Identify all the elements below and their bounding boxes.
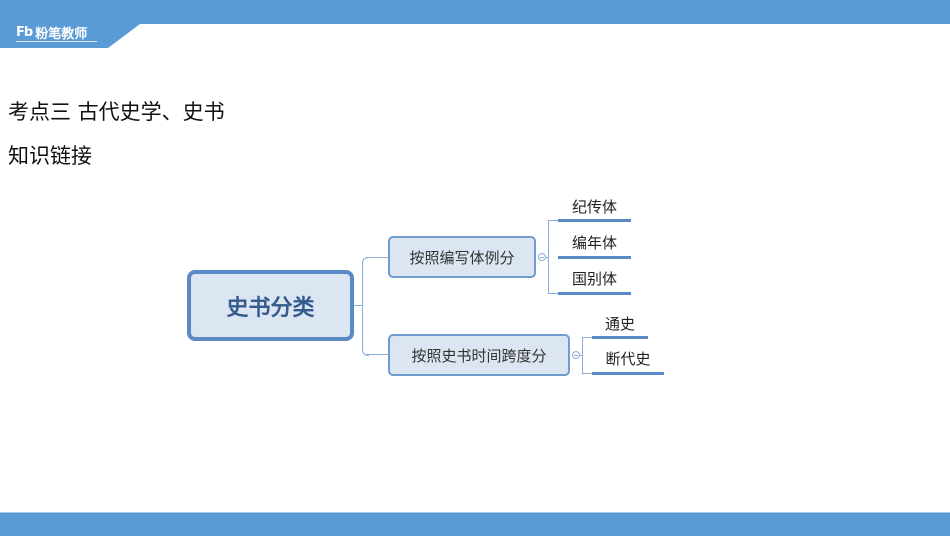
brand-name: 粉笔教师 — [35, 26, 88, 42]
leaf-underline — [592, 336, 648, 339]
leaf-node[interactable]: 通史 — [604, 315, 635, 333]
leaf-underline — [558, 256, 631, 259]
connector — [366, 354, 388, 355]
leaf-node[interactable]: 纪传体 — [571, 198, 617, 216]
bottom-banner — [0, 512, 950, 536]
leaf-node[interactable]: 国别体 — [571, 270, 617, 288]
leaf-node[interactable]: 编年体 — [571, 234, 617, 252]
central-node[interactable]: 史书分类 — [187, 270, 354, 341]
connector — [366, 257, 388, 258]
branch-node-style[interactable]: 按照编写体例分 — [388, 236, 536, 278]
top-banner — [0, 0, 950, 24]
connector — [548, 220, 558, 221]
collapse-toggle-icon[interactable] — [538, 253, 546, 261]
brand-logo: Fb 粉笔教师 — [16, 22, 87, 42]
connector — [362, 262, 363, 350]
connector — [354, 305, 363, 306]
logo-underline — [16, 41, 97, 42]
page-title: 考点三 古代史学、史书 — [8, 100, 225, 124]
leaf-underline — [592, 372, 664, 375]
connector — [580, 355, 583, 356]
leaf-underline — [558, 292, 631, 295]
connector — [582, 373, 592, 374]
connector — [582, 337, 592, 338]
fb-logo-icon: Fb — [16, 24, 33, 40]
section-subtitle: 知识链接 — [8, 144, 92, 168]
connector — [548, 293, 558, 294]
connector-corner — [362, 349, 369, 356]
leaf-node[interactable]: 断代史 — [605, 350, 651, 368]
connector-corner — [362, 257, 369, 264]
connector — [546, 257, 549, 258]
connector — [548, 220, 549, 294]
collapse-toggle-icon[interactable] — [572, 351, 580, 359]
leaf-underline — [558, 219, 631, 222]
connector — [582, 337, 583, 374]
branch-node-timespan[interactable]: 按照史书时间跨度分 — [388, 334, 570, 376]
